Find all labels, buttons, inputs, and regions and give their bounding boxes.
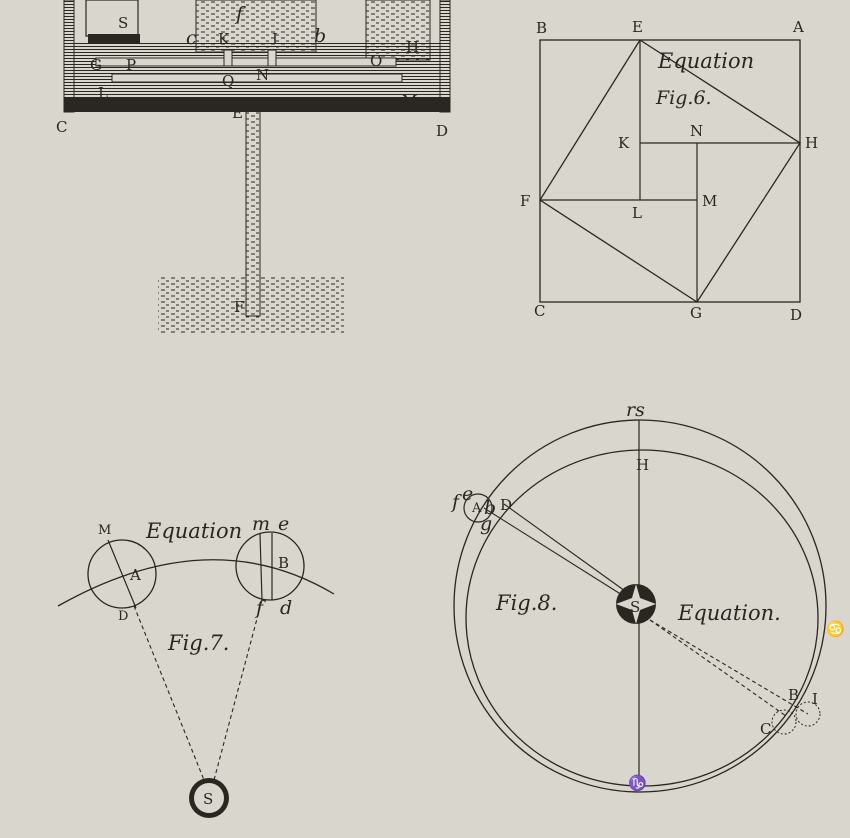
- fig7-label-A: A: [129, 566, 141, 584]
- label-b: b: [314, 25, 326, 47]
- fig8-label-f: f: [450, 491, 462, 513]
- label-N: N: [256, 66, 269, 84]
- fig6-label-A: A: [792, 18, 804, 36]
- fig8-label-e: e: [462, 483, 473, 505]
- fig7-label-d: d: [280, 597, 292, 619]
- fig6-label-G: G: [690, 304, 702, 322]
- label-S: S: [118, 14, 128, 32]
- fig7-title: Equation: [145, 519, 242, 543]
- fig7-caption: Fig.7.: [167, 631, 229, 655]
- fig8-label-g: g: [480, 513, 492, 535]
- fig7-label-f: f: [254, 597, 266, 619]
- label-M: M: [402, 92, 417, 110]
- fig6-label-F: F: [520, 192, 530, 210]
- fig8-label-rs: rs: [626, 399, 645, 421]
- fig7-label-S: S: [203, 790, 213, 808]
- label-P: P: [126, 56, 136, 74]
- fig8-label-b: b: [484, 497, 496, 519]
- fig8-diagram: S Equation. Fig.8. rs H f e A b g D B I …: [450, 399, 845, 793]
- fig6-label-M: M: [702, 192, 717, 210]
- fig8-label-H: H: [636, 456, 649, 474]
- fig6-label-N: N: [690, 122, 703, 140]
- fig6-label-K: K: [618, 134, 630, 152]
- fig8-label-B: B: [788, 686, 799, 704]
- fig7-diagram: S Equation Fig.7. M A D m e B f d: [57, 513, 335, 818]
- label-c: c: [186, 27, 197, 49]
- fig8-label-D: D: [500, 496, 512, 514]
- label-f: f: [234, 3, 246, 25]
- fig8-caption: Fig.8.: [495, 591, 557, 615]
- fig7-label-m: m: [252, 513, 270, 535]
- fig6-label-C: C: [534, 302, 545, 320]
- fig7-label-D: D: [118, 609, 128, 624]
- fig5-apparatus: S f c K I b H G P O Q N L M E C D F: [56, 0, 451, 334]
- fig6-label-L: L: [632, 204, 642, 222]
- fig6-diagram: Equation Fig.6. B E A K N H F L M C G D: [520, 18, 818, 324]
- label-C: C: [56, 118, 67, 136]
- fig8-label-A: A: [471, 501, 482, 516]
- fig8-label-capricorn: ♑: [628, 774, 647, 792]
- fig6-label-H: H: [805, 134, 818, 152]
- fig8-title: Equation.: [677, 601, 781, 625]
- fig5-labels: S f c K I b H G P O Q N L M E C D F: [56, 3, 448, 316]
- fig8-label-I: I: [812, 690, 818, 708]
- label-I: I: [272, 30, 278, 48]
- label-F: F: [234, 298, 244, 316]
- label-E: E: [232, 104, 243, 122]
- fig6-title: Equation: [657, 49, 754, 73]
- fig6-label-E: E: [632, 18, 643, 36]
- fig6-label-B: B: [536, 19, 547, 37]
- fig7-label-M: M: [98, 523, 111, 538]
- fig8-label-cancer: ♋: [826, 620, 845, 638]
- label-O: O: [370, 52, 382, 70]
- fig8-label-C: C: [760, 720, 771, 738]
- label-G: G: [90, 56, 102, 74]
- label-L: L: [98, 84, 108, 102]
- label-H: H: [406, 38, 419, 56]
- label-Q: Q: [222, 72, 234, 90]
- fig8-label-S: S: [630, 598, 640, 616]
- fig6-caption: Fig.6.: [655, 87, 712, 109]
- fig6-label-D: D: [790, 306, 802, 324]
- label-D: D: [436, 122, 448, 140]
- fig7-label-e: e: [278, 513, 289, 535]
- label-K-top: K: [218, 30, 230, 48]
- fig7-label-B: B: [278, 554, 289, 572]
